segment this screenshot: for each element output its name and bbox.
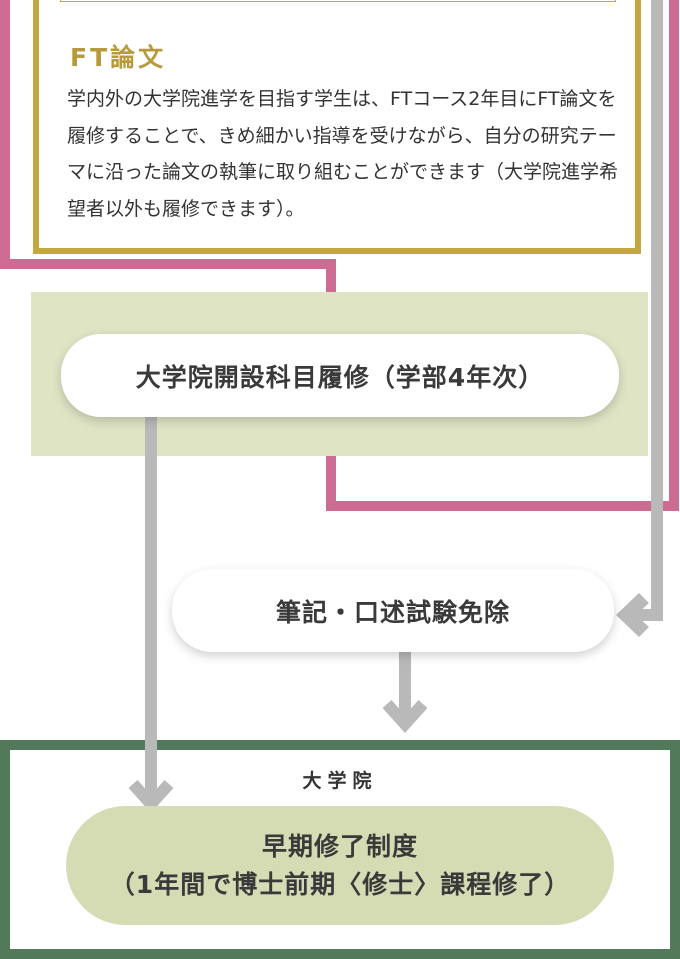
exam-exemption-step: 筆記・口述試験免除 [172,569,614,652]
gray-arrow-left-head-inner [128,779,174,813]
early-completion-detail: （1年間で博士前期〈修士〉課程修了） [109,869,571,899]
ft-thesis-title: FT論文 [70,43,167,72]
grad-course-enrollment-step: 大学院開設科目履修（学部4年次） [61,334,619,417]
ft-box-top-frame [60,0,616,2]
graduate-school-label: 大学院 [302,770,378,792]
early-completion-program: 早期修了制度 （1年間で博士前期〈修士〉課程修了） [66,806,614,925]
ft-thesis-box [33,0,641,254]
gray-arrow-right-line [636,0,663,621]
gray-arrow-right-head [616,593,649,637]
ft-thesis-description: 学内外の大学院進学を目指す学生は、FTコース2年目にFT論文を履修することで、き… [67,88,619,220]
early-completion-title: 早期修了制度 [261,831,418,861]
gray-arrow-middle-head [382,699,428,733]
